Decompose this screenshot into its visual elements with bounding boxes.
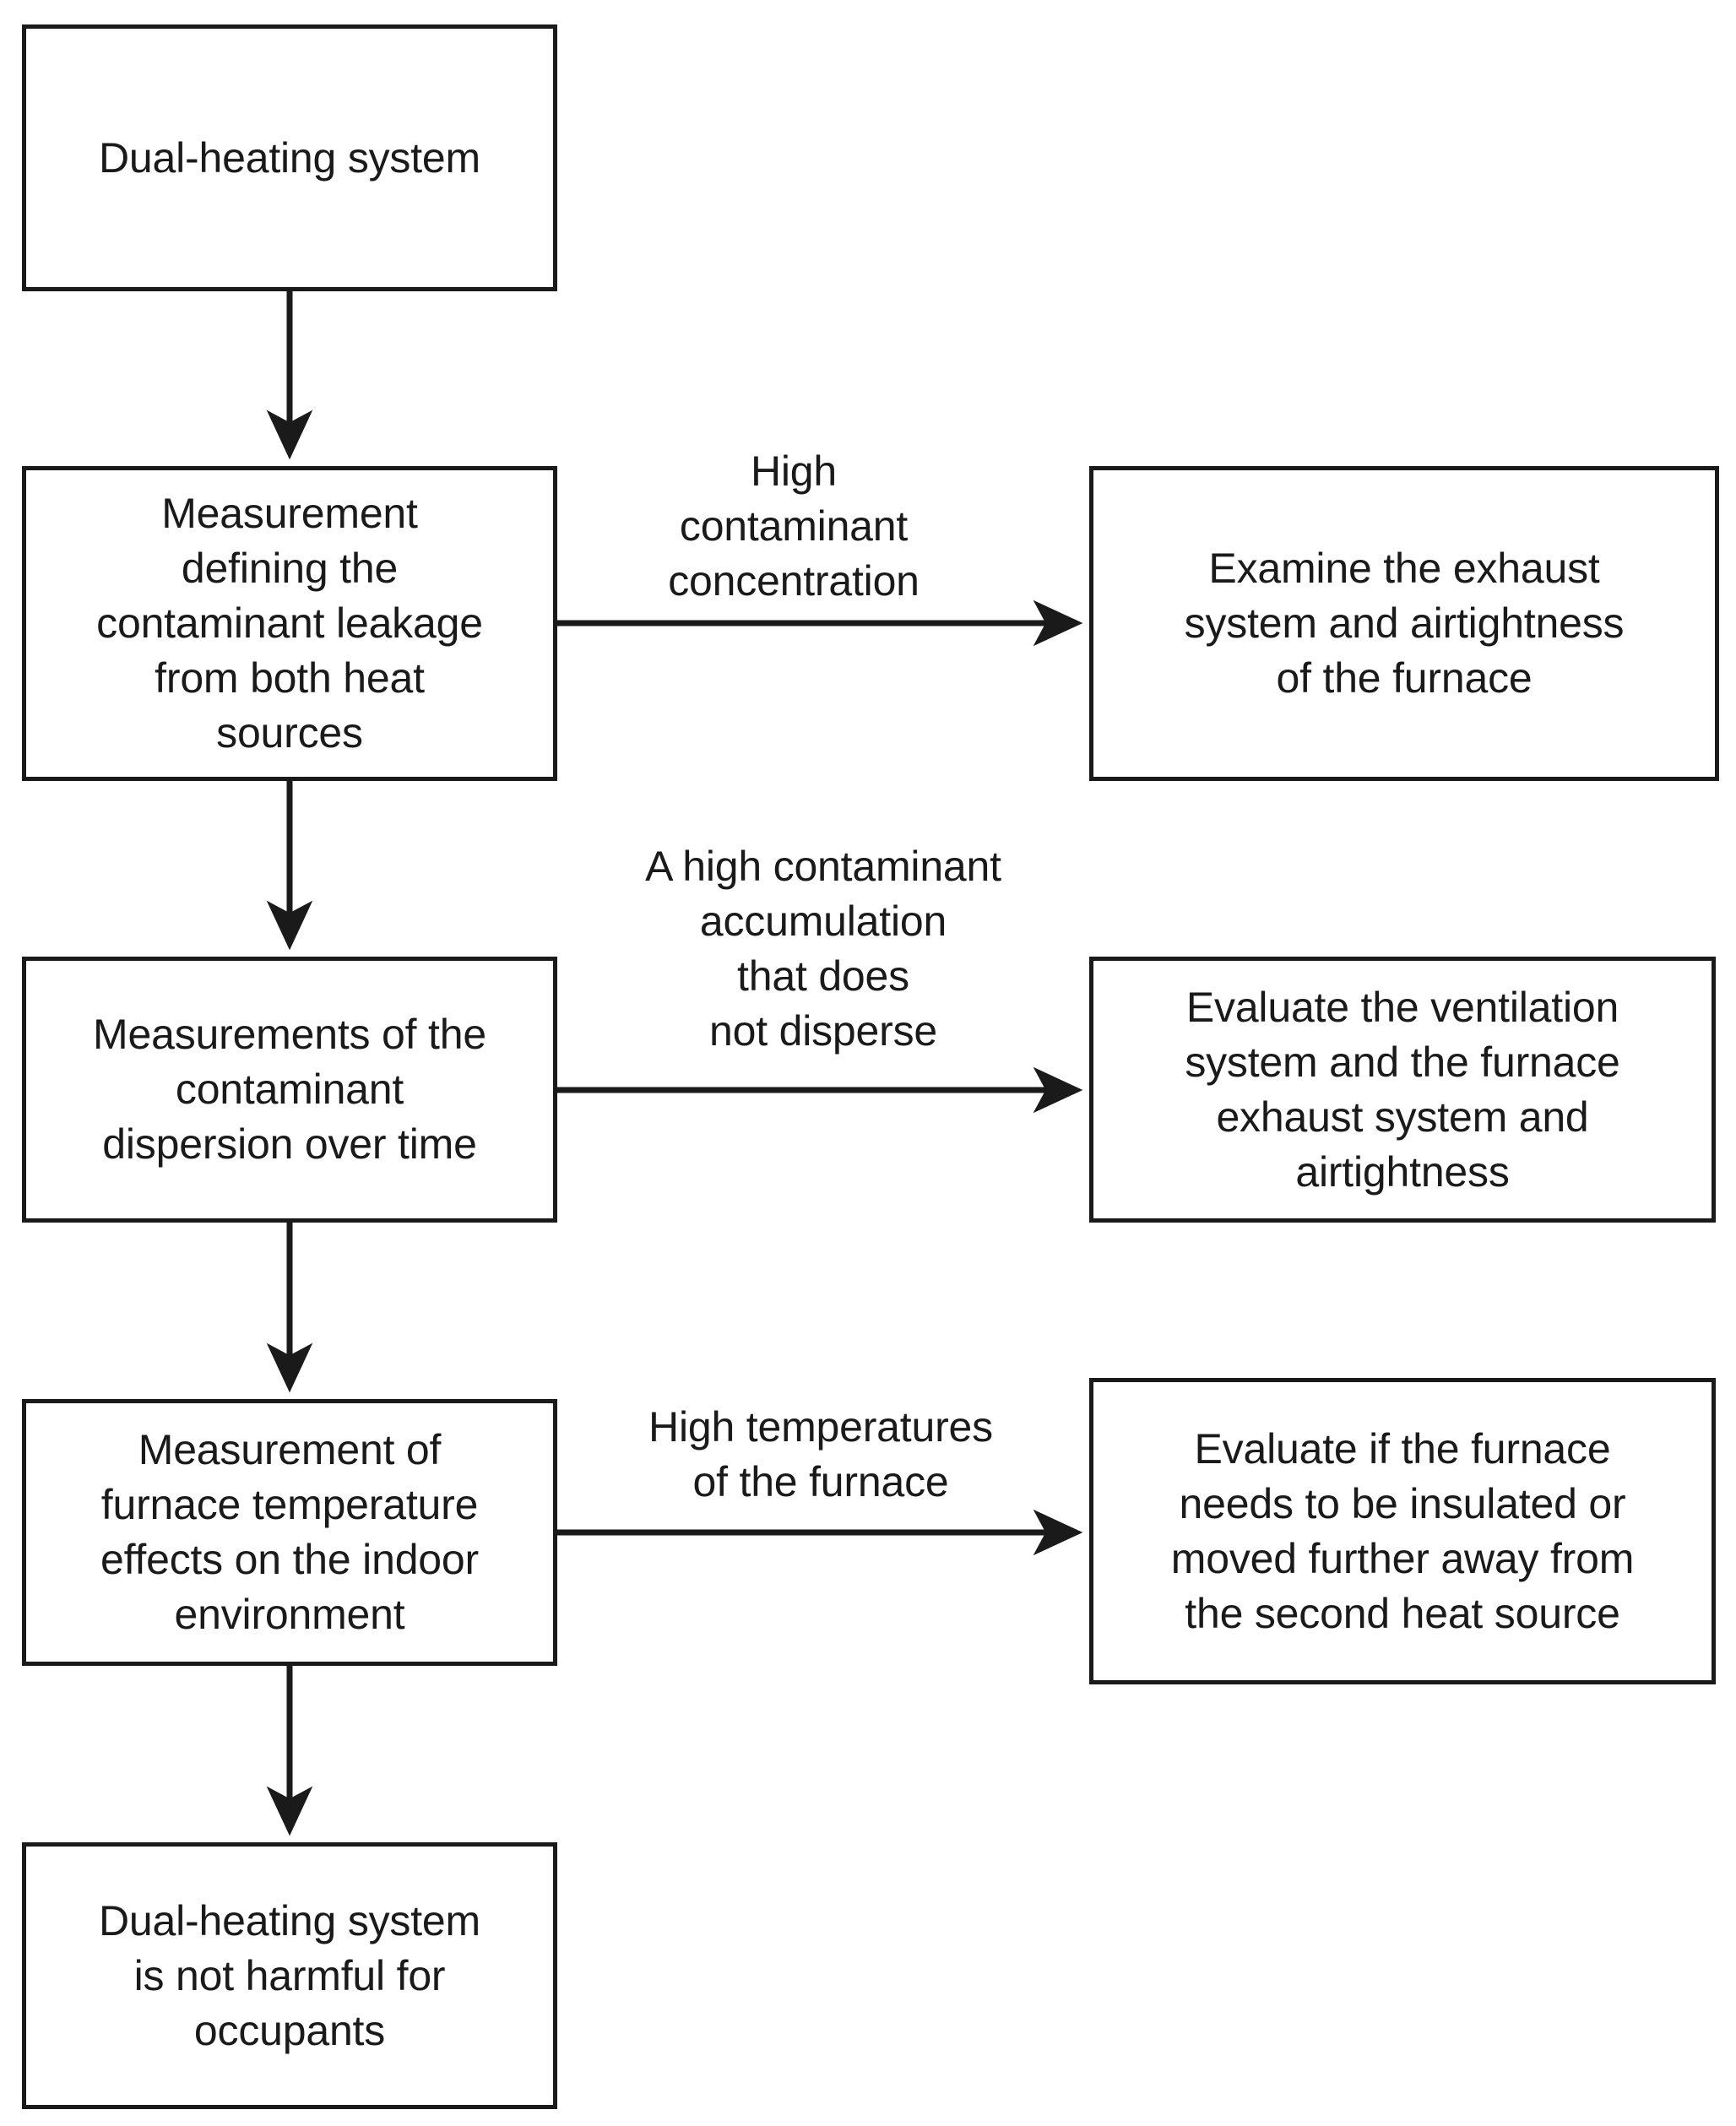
node-evaluate-ventilation-label: Evaluate the ventilation system and the …: [1185, 983, 1620, 1196]
node-start[interactable]: Dual-heating system: [22, 24, 557, 291]
node-start-label: Dual-heating system: [99, 133, 480, 182]
node-examine-exhaust-label: Examine the exhaust system and airtightn…: [1184, 545, 1625, 702]
node-conclusion[interactable]: Dual-heating system is not harmful for o…: [22, 1842, 557, 2109]
edge-label-high-accumulation-no-disperse: A high contaminant accumulation that doe…: [645, 843, 1001, 1055]
node-measure-leakage-label: Measurement defining the contaminant lea…: [96, 490, 483, 757]
node-measure-dispersion-label: Measurements of the contaminant dispersi…: [93, 1011, 486, 1168]
node-conclusion-label: Dual-heating system is not harmful for o…: [99, 1896, 480, 2054]
node-evaluate-insulation-label: Evaluate if the furnace needs to be insu…: [1170, 1424, 1635, 1637]
node-measure-dispersion[interactable]: Measurements of the contaminant dispersi…: [22, 957, 557, 1223]
edge-label-high-contaminant-concentration: High contaminant concentration: [668, 447, 920, 605]
node-measure-temperature-label: Measurement of furnace temperature effec…: [100, 1426, 479, 1638]
node-measure-temperature[interactable]: Measurement of furnace temperature effec…: [22, 1399, 557, 1666]
node-evaluate-insulation[interactable]: Evaluate if the furnace needs to be insu…: [1089, 1378, 1716, 1684]
node-examine-exhaust[interactable]: Examine the exhaust system and airtightn…: [1089, 466, 1719, 781]
edge-label-high-furnace-temperatures: High temperatures of the furnace: [648, 1403, 993, 1505]
node-evaluate-ventilation[interactable]: Evaluate the ventilation system and the …: [1089, 957, 1716, 1223]
node-measure-leakage[interactable]: Measurement defining the contaminant lea…: [22, 466, 557, 781]
